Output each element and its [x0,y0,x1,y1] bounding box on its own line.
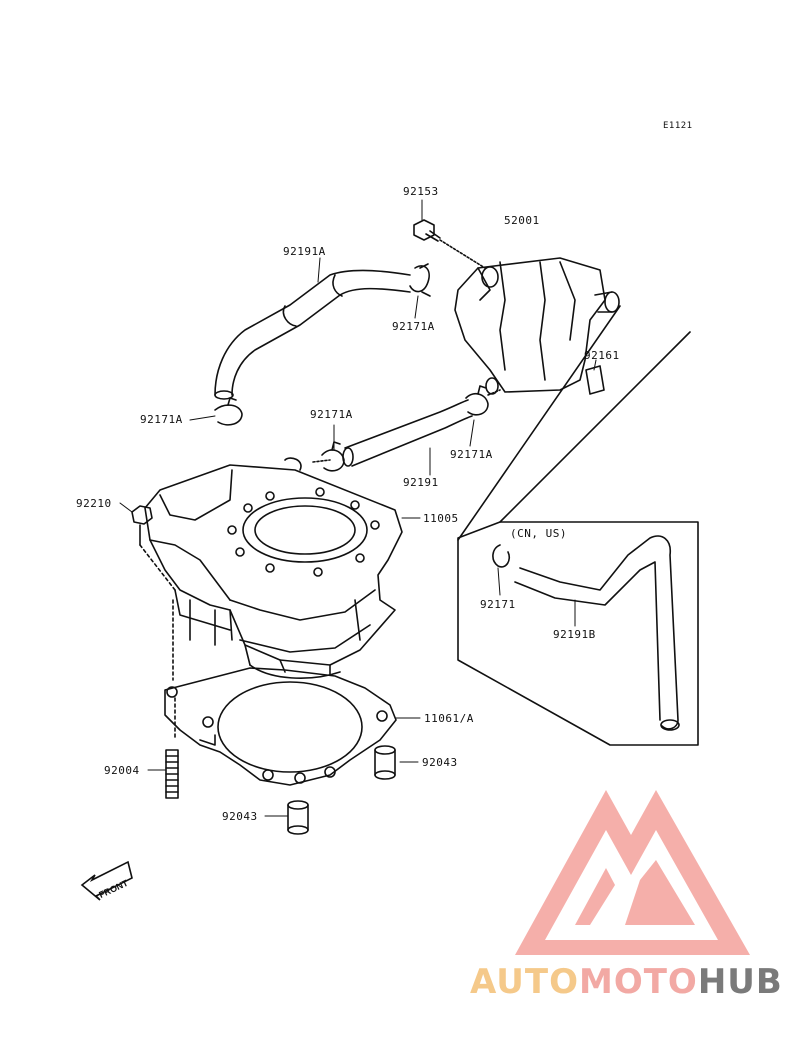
part-label-92191: 92191 [403,476,439,489]
part-label-11061A: 11061/A [424,712,474,725]
part-label-92171: 92171 [480,598,516,611]
part-label-92210: 92210 [76,497,112,510]
cylinder-11005 [144,457,403,679]
part-label-52001: 52001 [504,214,540,227]
front-arrow-icon: FRONT [80,860,133,901]
leader-lines [119,199,597,817]
part-label-92171A-left: 92171A [140,413,183,426]
watermark-logo-icon [515,790,750,955]
part-label-92171A-top: 92171A [392,320,435,333]
clamp-92171A-right [465,385,489,416]
watermark-hub: HUB [697,962,783,1002]
part-label-92043-right: 92043 [422,756,458,769]
nut-92210 [131,505,176,591]
part-label-92171A-mid: 92171A [310,408,353,421]
part-label-92153: 92153 [403,185,439,198]
watermark-text: AUTOMOTOHUB [470,962,783,1002]
dowel-pin-92043-bottom [287,800,309,835]
watermark-moto: MOTO [578,962,698,1002]
stud-92004 [165,749,179,799]
part-label-92043-bottom: 92043 [222,810,258,823]
part-label-11005: 11005 [423,512,459,525]
diagram-code: E1121 [663,121,693,131]
inset-cn-us [457,305,699,746]
part-label-92191B: 92191B [553,628,596,641]
clamp-92171A-top [409,263,431,297]
hose-92191 [342,399,473,467]
hose-92191A [214,269,411,400]
clamp-92171A-left [214,397,243,426]
gasket-11061A [164,667,397,786]
dowel-pin-92043-right [374,745,396,780]
part-label-92004: 92004 [104,764,140,777]
bolt-92153 [413,219,486,269]
watermark-auto: AUTO [470,962,579,1002]
damper-92161 [585,365,605,395]
part-label-92171A-right: 92171A [450,448,493,461]
part-label-92191A: 92191A [283,245,326,258]
clamp-92171A-mid [321,441,345,472]
inset-label: (CN, US) [510,527,567,540]
part-label-92161: 92161 [584,349,620,362]
air-suction-valve [454,257,620,395]
